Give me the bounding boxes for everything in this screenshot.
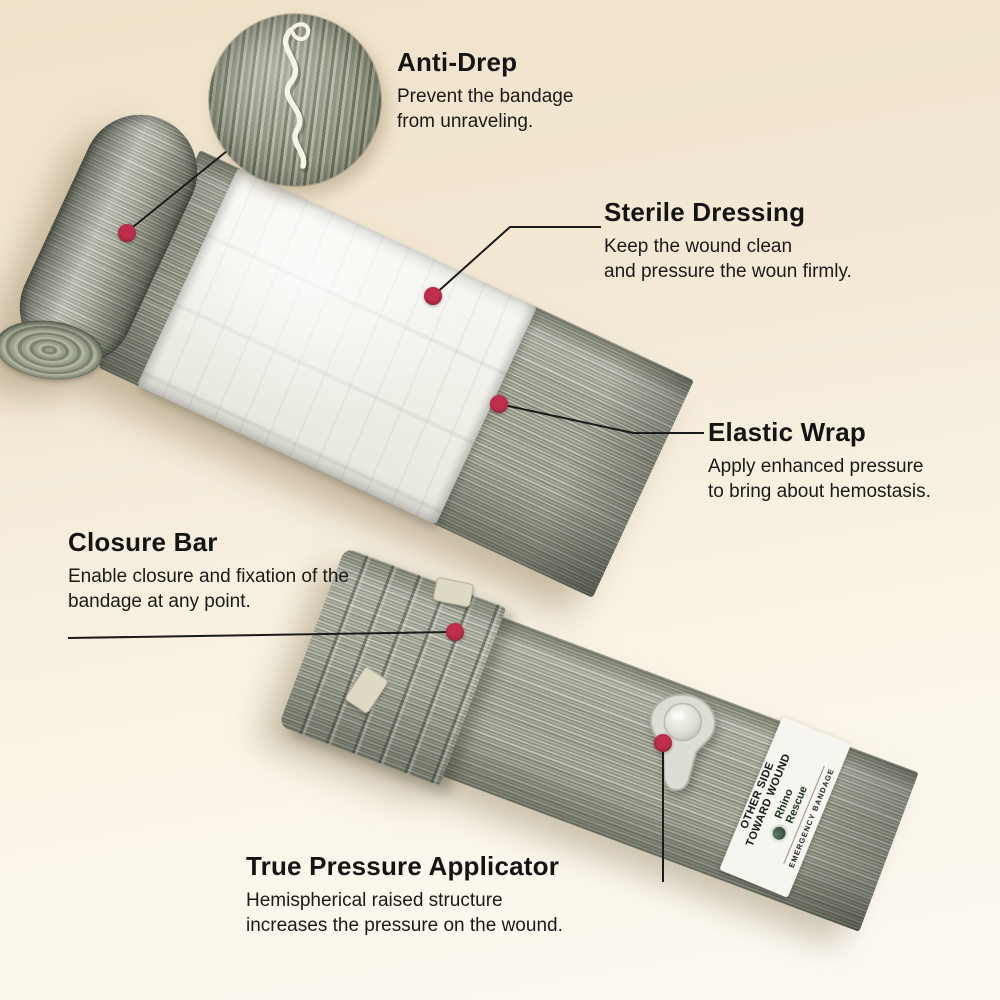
annotation-desc: Keep the wound clean and pressure the wo… [604,236,852,283]
annotation-desc: Apply enhanced pressure to bring about h… [708,456,931,503]
annotation-desc: Hemispherical raised structure increases… [246,890,563,937]
rhino-logo-icon [768,822,791,845]
annotation-title: Anti-Drep [397,47,518,77]
annotation-elastic-wrap: Elastic Wrap Apply enhanced pressure to … [708,417,931,504]
fabric-zoom-circle [209,14,381,186]
annotation-anti-drep: Anti-Drep Prevent the bandage from unrav… [397,47,573,134]
annotation-desc: Prevent the bandage from unraveling. [397,86,574,133]
marker-dot-sterile-dressing [424,287,442,305]
annotation-desc: Enable closure and fixation of the banda… [68,566,349,613]
marker-dot-elastic-wrap [490,395,508,413]
pressure-applicator-icon [649,693,716,791]
thread-illustration [282,22,311,173]
annotation-title: True Pressure Applicator [246,851,560,881]
bandage-folded-illustration: OTHER SIDE TOWARD WOUND Rhino Rescue EME… [278,547,919,932]
annotation-closure-bar: Closure Bar Enable closure and fixation … [68,527,349,614]
marker-dot-closure-bar [446,623,464,641]
annotation-title: Elastic Wrap [708,417,866,447]
annotation-title: Closure Bar [68,527,218,557]
annotation-title: Sterile Dressing [604,197,806,227]
pressure-applicator [635,687,725,802]
annotation-sterile-dressing: Sterile Dressing Keep the wound clean an… [604,197,852,284]
marker-dot-true-pressure-applicator [654,734,672,752]
marker-dot-anti-drep [118,224,136,242]
annotation-true-pressure-applicator: True Pressure Applicator Hemispherical r… [246,851,563,938]
